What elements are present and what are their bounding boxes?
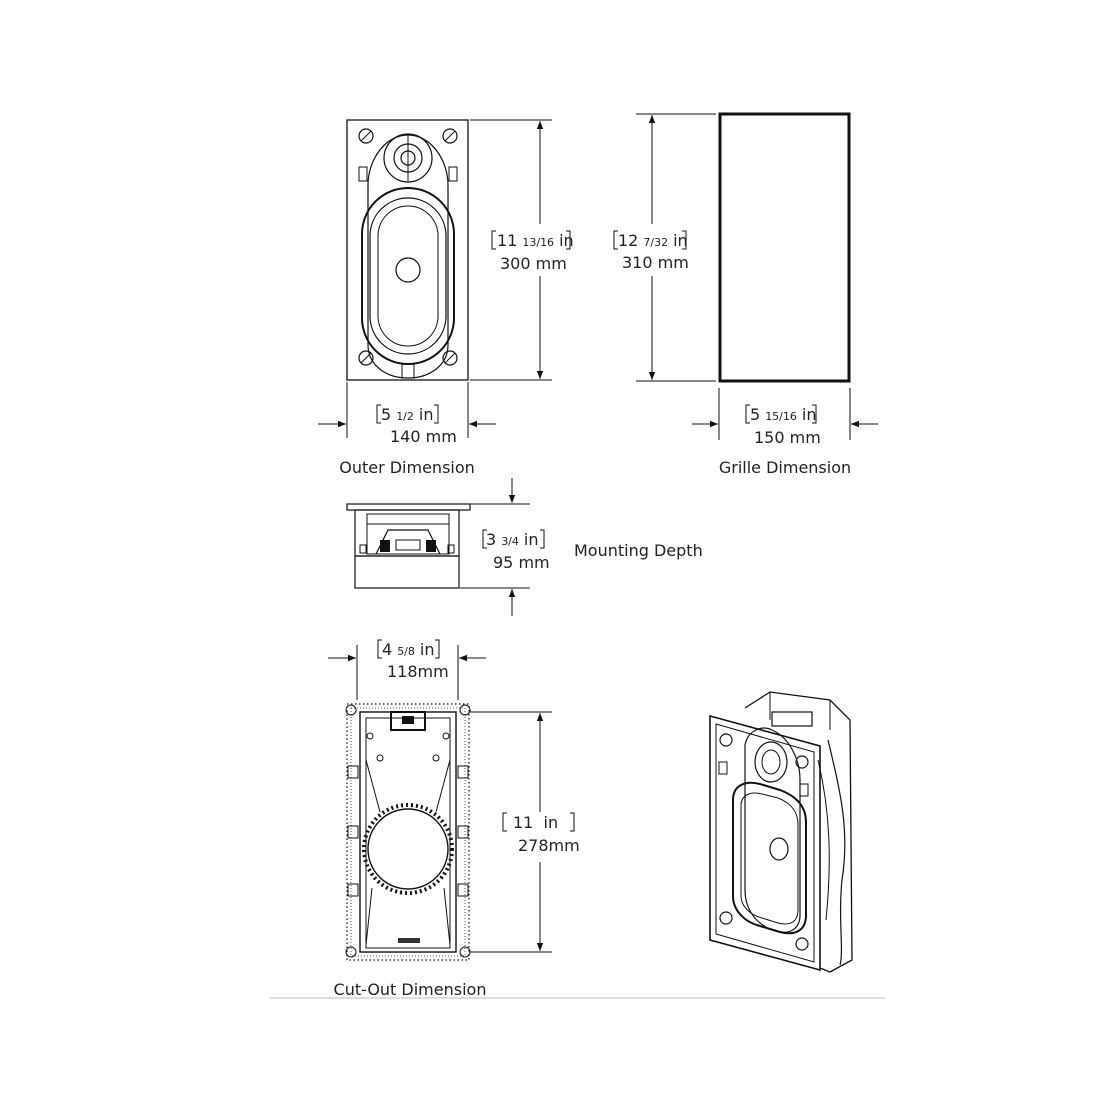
screw-icon [719,733,809,951]
outer-caption: Outer Dimension [339,458,475,477]
cutout-height-in: 11 in [513,813,558,832]
grille-view [718,112,851,383]
depth-mm: 95 mm [493,553,550,572]
outer-front-view [346,119,469,381]
cutout-height-dimension: 11 in 278mm [470,711,580,953]
grille-caption: Grille Dimension [719,458,851,477]
outer-width-mm: 140 mm [390,427,457,446]
side-view [346,503,471,589]
grille-width-mm: 150 mm [754,428,821,447]
screw-icon [358,128,458,366]
isometric-view [709,691,853,973]
cutout-width-mm: 118mm [387,662,449,681]
cutout-height-mm: 278mm [518,836,580,855]
outer-height-mm: 300 mm [500,254,567,273]
cutout-rear-view [345,703,471,961]
cutout-caption: Cut-Out Dimension [334,980,487,999]
depth-caption: Mounting Depth [574,541,703,560]
grille-height-mm: 310 mm [622,253,689,272]
